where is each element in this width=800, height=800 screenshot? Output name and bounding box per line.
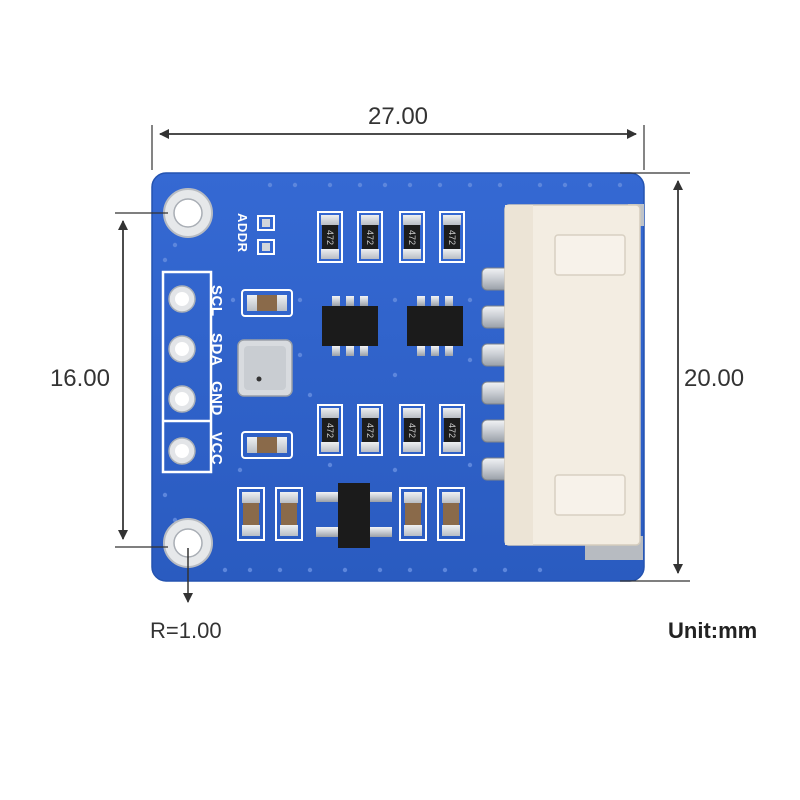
resistor-mark: 472 bbox=[447, 230, 457, 245]
regulator-chip bbox=[316, 483, 392, 548]
connector-housing bbox=[504, 204, 644, 560]
dimension-height: 20.00 bbox=[620, 172, 744, 582]
capacitors-bottom-row bbox=[237, 487, 465, 541]
sensor-chip bbox=[237, 339, 293, 397]
resistor-mark: 472 bbox=[407, 230, 417, 245]
mosfet-left bbox=[322, 296, 378, 356]
dimension-width-label: 27.00 bbox=[368, 103, 428, 130]
capacitor-top bbox=[241, 289, 293, 317]
pcb-board: SCL SDA GND VCC ADDR 472 bbox=[151, 172, 645, 582]
pin-labels: SCL SDA GND VCC bbox=[208, 285, 225, 465]
dimension-width: 27.00 bbox=[151, 103, 645, 170]
header-pin-scl bbox=[168, 285, 196, 313]
pin-label-vcc: VCC bbox=[208, 432, 225, 465]
dimension-radius-label: R=1.00 bbox=[150, 618, 222, 643]
header-pin-gnd bbox=[168, 385, 196, 413]
header-pin-sda bbox=[168, 335, 196, 363]
capacitor-bottom bbox=[241, 431, 293, 459]
dimension-radius: R=1.00 bbox=[150, 548, 222, 643]
mounting-hole-bottom bbox=[163, 518, 213, 568]
resistors-top: 472 472 472 472 bbox=[317, 211, 465, 263]
resistor-mark: 472 bbox=[407, 423, 417, 438]
mounting-hole-top bbox=[163, 188, 213, 238]
resistor-mark: 472 bbox=[365, 230, 375, 245]
pin-header bbox=[161, 270, 213, 474]
resistor-mark: 472 bbox=[325, 230, 335, 245]
pin-label-sda: SDA bbox=[208, 333, 225, 366]
resistors-bottom: 472 472 472 472 bbox=[317, 404, 465, 456]
resistor-mark: 472 bbox=[365, 423, 375, 438]
dimension-height-label: 20.00 bbox=[684, 365, 744, 392]
pin-label-gnd: GND bbox=[208, 381, 225, 416]
header-pin-vcc bbox=[168, 437, 196, 465]
dimension-hole-spacing: 16.00 bbox=[50, 212, 168, 548]
addr-label: ADDR bbox=[235, 213, 250, 253]
resistor-mark: 472 bbox=[325, 423, 335, 438]
dimension-hole-spacing-label: 16.00 bbox=[50, 365, 110, 392]
resistor-mark: 472 bbox=[447, 423, 457, 438]
pin-label-scl: SCL bbox=[208, 285, 225, 317]
via-dots bbox=[162, 182, 623, 573]
mosfet-right bbox=[407, 296, 463, 356]
unit-label: Unit:mm bbox=[668, 618, 757, 643]
addr-jumper: ADDR bbox=[235, 213, 275, 255]
